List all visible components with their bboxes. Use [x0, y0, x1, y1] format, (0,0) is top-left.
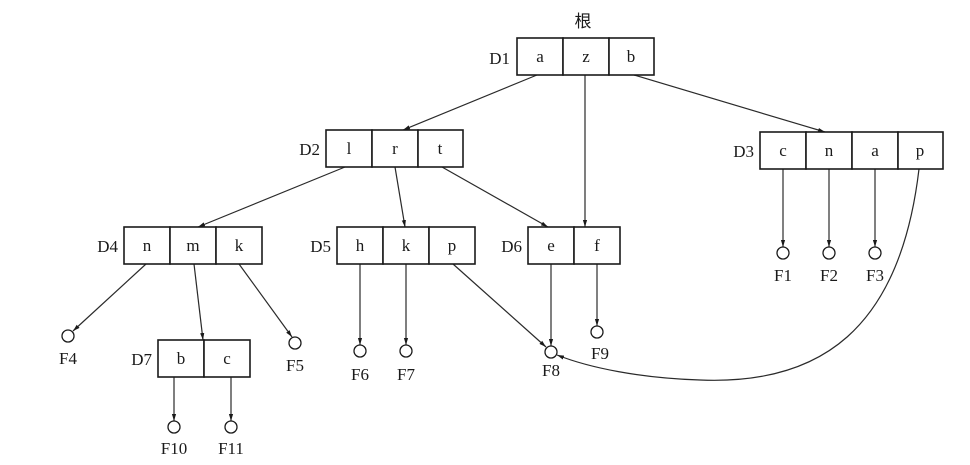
key-cell: t: [438, 139, 443, 158]
key-cell: n: [143, 236, 152, 255]
node-d4: D4 n m k: [97, 226, 263, 265]
edge-d2-l-d4: [197, 166, 346, 228]
key-cell: a: [871, 141, 879, 160]
leaf-f1: [776, 246, 790, 260]
edge-d4-k-f5: [238, 263, 293, 338]
key-cell: k: [402, 236, 411, 255]
edge-d2-r-d5: [394, 166, 406, 228]
leaf-label: F11: [218, 439, 244, 458]
key-cell: z: [582, 47, 590, 66]
edge-d3-p-f8: [556, 168, 920, 381]
leaf-f9: [590, 325, 604, 339]
leaf-label: F6: [351, 365, 369, 384]
leaf-label: F9: [591, 344, 609, 363]
node-label: D5: [310, 237, 331, 256]
edge-d4-n-f4: [72, 263, 147, 332]
key-cell: h: [356, 236, 365, 255]
leaf-label: F7: [397, 365, 415, 384]
key-cell: b: [177, 349, 186, 368]
node-d2: D2 l r t: [299, 129, 464, 168]
leaf-label: F3: [866, 266, 884, 285]
key-cell: k: [235, 236, 244, 255]
key-cell: n: [825, 141, 834, 160]
node-d3: D3 c n a p: [733, 131, 944, 170]
key-cell: p: [448, 236, 457, 255]
leaf-label: F10: [161, 439, 187, 458]
leaf-files: F1 F2 F3 F4 F5 F6 F7 F8 F9 F10 F11: [59, 246, 884, 458]
leaf-f8: [544, 345, 558, 359]
leaf-f10: [167, 420, 181, 434]
node-d6: D6 e f: [501, 226, 621, 265]
leaf-label: F8: [542, 361, 560, 380]
node-label: D2: [299, 140, 320, 159]
edges: [72, 74, 920, 421]
edge-d1-a-d2: [402, 74, 538, 131]
edge-d1-b-d3: [633, 74, 826, 133]
root-label: 根: [575, 12, 592, 31]
key-cell: e: [547, 236, 555, 255]
leaf-f6: [353, 344, 367, 358]
key-cell: a: [536, 47, 544, 66]
key-cell: b: [627, 47, 636, 66]
edge-d5-p-f8: [452, 263, 547, 348]
leaf-f4: [61, 329, 75, 343]
leaf-f5: [288, 336, 302, 350]
key-cell: r: [392, 139, 398, 158]
node-label: D4: [97, 237, 118, 256]
node-label: D1: [489, 49, 510, 68]
leaf-label: F4: [59, 349, 77, 368]
leaf-f3: [868, 246, 882, 260]
node-d7: D7 b c: [131, 339, 251, 378]
edge-d2-t-d6: [441, 166, 549, 228]
key-cell: c: [779, 141, 787, 160]
leaf-f11: [224, 420, 238, 434]
key-cell: c: [223, 349, 231, 368]
leaf-f2: [822, 246, 836, 260]
key-cell: p: [916, 141, 925, 160]
edge-d4-m-d7: [193, 263, 205, 341]
key-cell: f: [594, 236, 600, 255]
node-label: D3: [733, 142, 754, 161]
node-d1: D1 a z b: [489, 37, 655, 76]
leaf-label: F5: [286, 356, 304, 375]
key-cell: m: [186, 236, 199, 255]
node-label: D7: [131, 350, 152, 369]
leaf-label: F1: [774, 266, 792, 285]
leaf-f7: [399, 344, 413, 358]
node-d5: D5 h k p: [310, 226, 476, 265]
leaf-label: F2: [820, 266, 838, 285]
key-cell: l: [347, 139, 352, 158]
node-label: D6: [501, 237, 522, 256]
